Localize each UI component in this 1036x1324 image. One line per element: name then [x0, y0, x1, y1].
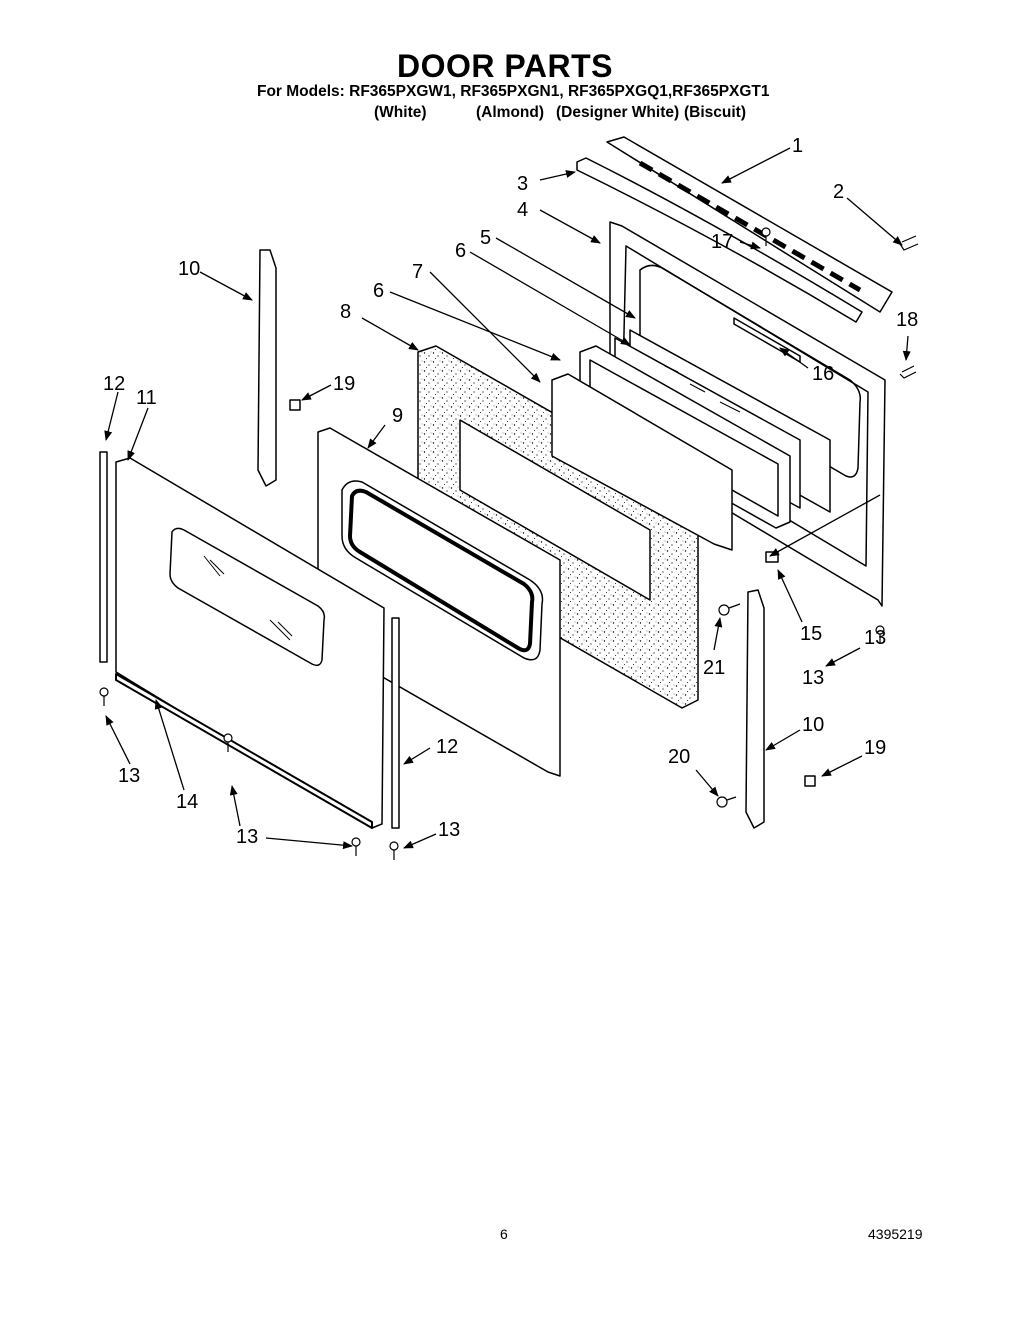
callout-13d: 13 [438, 819, 460, 841]
model-list: For Models: RF365PXGW1, RF365PXGN1, RF36… [257, 83, 770, 100]
hinge-right-part [745, 589, 765, 829]
callout-18: 18 [896, 309, 918, 331]
callout-1: 1 [792, 135, 803, 157]
callout-2: 2 [833, 181, 844, 203]
callout-6a: 6 [455, 240, 466, 262]
clip-part [765, 551, 779, 563]
callout-13e: 13 [864, 627, 886, 649]
callout-labels: 1 2 3 4 5 6 6 7 8 9 10 10 11 12 12 13 13… [103, 135, 918, 848]
callout-6b: 6 [373, 280, 384, 302]
callout-7: 7 [412, 261, 423, 283]
callout-4: 4 [517, 199, 528, 221]
callout-12a: 12 [103, 373, 125, 395]
color-almond: (Almond) [476, 104, 545, 121]
bottom-trim-part [115, 673, 373, 829]
callout-19a: 19 [333, 373, 355, 395]
callout-9: 9 [392, 405, 403, 427]
callout-10a: 10 [178, 258, 200, 280]
callout-11: 11 [136, 387, 157, 409]
callout-14: 14 [176, 791, 198, 813]
clip-right-part [804, 775, 816, 787]
side-trim-right-part [391, 617, 400, 829]
callout-5: 5 [480, 227, 491, 249]
callout-19b: 19 [864, 737, 886, 759]
callout-10b: 10 [802, 714, 824, 736]
hinge-left-part [257, 249, 277, 487]
page-number: 6 [500, 1226, 508, 1242]
color-designer-white: (Designer White) [556, 104, 680, 121]
color-white: (White) [374, 104, 427, 121]
vent-trim-part [606, 136, 893, 313]
callout-16: 16 [812, 363, 834, 385]
callout-12b: 12 [436, 736, 458, 758]
callout-20: 20 [668, 746, 690, 768]
callout-13a: 13 [802, 667, 824, 689]
screw-parts [99, 227, 919, 860]
page-title: DOOR PARTS [397, 48, 613, 84]
clip-left-part [289, 399, 301, 411]
callout-15: 15 [800, 623, 822, 645]
document-number: 4395219 [868, 1226, 923, 1242]
callout-13b: 13 [118, 765, 140, 787]
callout-13c: 13 [236, 826, 258, 848]
callout-21: 21 [703, 657, 725, 679]
callout-8: 8 [340, 301, 351, 323]
trim-strip-part [576, 157, 863, 323]
leader-lines [104, 147, 911, 850]
side-trim-left-part [99, 451, 108, 663]
color-biscuit: (Biscuit) [684, 104, 746, 121]
callout-17: 17 [711, 231, 733, 253]
callout-3: 3 [517, 173, 528, 195]
